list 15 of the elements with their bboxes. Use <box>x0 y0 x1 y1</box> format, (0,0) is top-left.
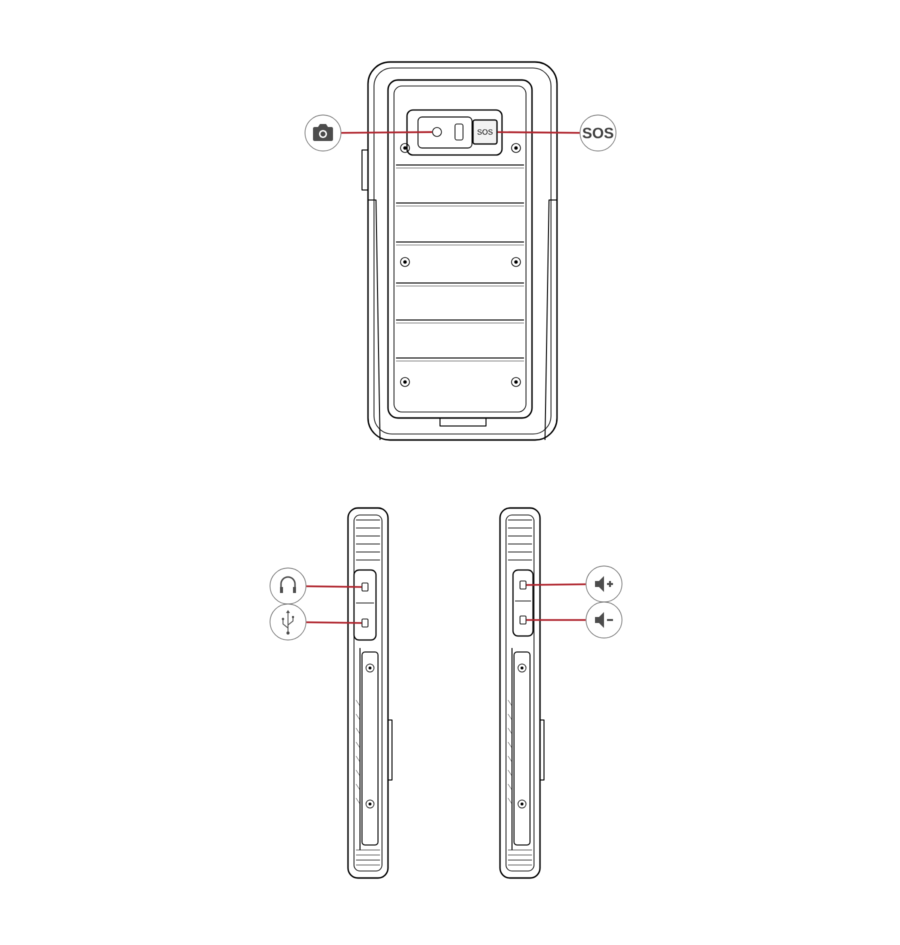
volume-down-key <box>520 616 526 624</box>
leader-line <box>306 585 362 588</box>
callout-circle <box>586 566 622 602</box>
callout-circle <box>586 602 622 638</box>
usb-port <box>362 618 368 628</box>
leader-line <box>498 131 580 134</box>
camera-lens <box>432 127 442 137</box>
leader-line <box>306 621 362 624</box>
leader-line <box>526 619 586 621</box>
headphone-jack <box>362 582 368 592</box>
volume-up-key <box>520 580 526 590</box>
callout-circle <box>270 568 306 604</box>
leader-line <box>526 583 586 586</box>
leader-line <box>341 131 432 134</box>
callout-circle <box>270 604 306 640</box>
